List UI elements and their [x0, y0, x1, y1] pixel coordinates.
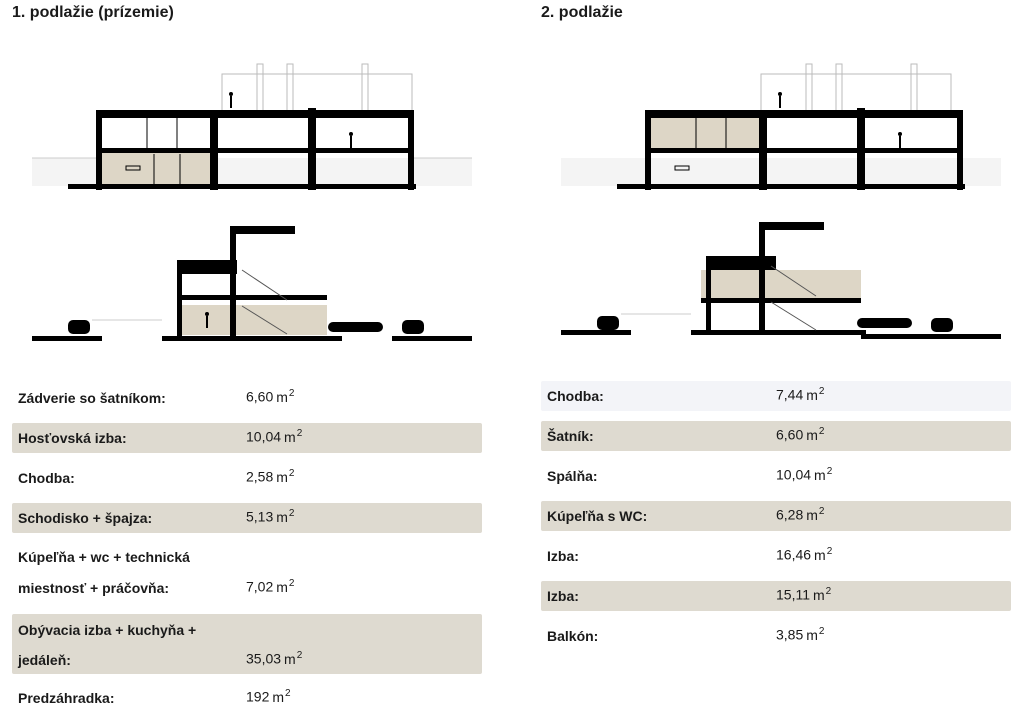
- room-label: Šatník:: [547, 428, 594, 444]
- room-label: Izba:: [547, 548, 579, 564]
- room-label-line2: jedáleň:: [18, 652, 71, 668]
- room-label: Spálňa:: [547, 468, 598, 484]
- room-label: Obývacia izba + kuchyňa +: [18, 622, 197, 638]
- room-label: Chodba:: [547, 388, 604, 404]
- floor-2-title: 2. podlažie: [541, 4, 623, 21]
- floor-2-cross-section: [561, 210, 1001, 360]
- floor-2-longitudinal-section: [561, 58, 1001, 208]
- floor-1-title: 1. podlažie (prízemie): [12, 4, 174, 21]
- room-label: Schodisko + špajza:: [18, 510, 153, 526]
- room-row: Obývacia izba + kuchyňa + jedáleň: 35,03…: [12, 614, 482, 674]
- room-label: Hosťovská izba:: [18, 430, 127, 446]
- room-label: Kúpeľňa + wc + technická: [18, 549, 190, 565]
- floor-1-longitudinal-section: [32, 58, 472, 208]
- room-label: Izba:: [547, 588, 579, 604]
- room-label: Chodba:: [18, 470, 75, 486]
- floor-1-cross-section: [32, 210, 472, 360]
- room-label: Kúpeľňa s WC:: [547, 508, 648, 524]
- room-label: Balkón:: [547, 628, 599, 644]
- room-label-line2: miestnosť + práčovňa:: [18, 580, 170, 596]
- room-row: Kúpeľňa + wc + technická miestnosť + prá…: [12, 543, 482, 607]
- room-label: Zádverie so šatníkom:: [18, 390, 166, 406]
- room-label: Predzáhradka:: [18, 690, 115, 706]
